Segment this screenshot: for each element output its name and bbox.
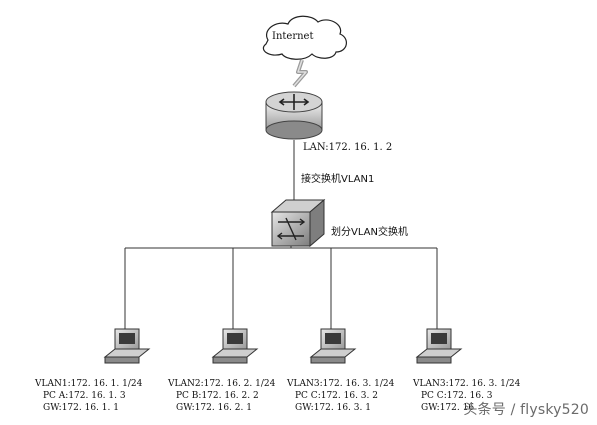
- pc-a-address: PC A:172. 16. 1. 3: [43, 391, 126, 401]
- switch-icon: [270, 198, 326, 248]
- pc-a-vlan: VLAN1:172. 16. 1. 1/24: [35, 379, 143, 389]
- router-icon: [265, 91, 323, 140]
- lan-bus: [124, 246, 438, 333]
- pc-d-gateway: GW:172. 16: [421, 403, 475, 413]
- pc-d-address: PC C:172. 16. 3: [421, 391, 493, 401]
- pc-c-info: VLAN3:172. 16. 3. 1/24 PC C:172. 16. 3. …: [287, 378, 394, 414]
- internet-label: Internet: [272, 31, 314, 42]
- pc-icon: [309, 328, 357, 364]
- pc-a-gateway: GW:172. 16. 1. 1: [43, 403, 119, 413]
- pc-icon: [415, 328, 463, 364]
- pc-d-info: VLAN3:172. 16. 3. 1/24 PC C:172. 16. 3 G…: [413, 378, 520, 414]
- switch-label: 划分VLAN交换机: [331, 227, 408, 238]
- pc-b-info: VLAN2:172. 16. 2. 1/24 PC B:172. 16. 2. …: [168, 378, 275, 414]
- pc-c-address: PC C:172. 16. 3. 2: [295, 391, 378, 401]
- pc-b-address: PC B:172. 16. 2. 2: [176, 391, 259, 401]
- pc-b-gateway: GW:172. 16. 2. 1: [176, 403, 252, 413]
- pc-c-gateway: GW:172. 16. 3. 1: [295, 403, 371, 413]
- pc-icon: [103, 328, 151, 364]
- router-lan-label: LAN:172. 16. 1. 2: [303, 142, 393, 153]
- uplink-label: 接交换机VLAN1: [301, 174, 375, 185]
- pc-a-info: VLAN1:172. 16. 1. 1/24 PC A:172. 16. 1. …: [35, 378, 142, 414]
- pc-c-vlan: VLAN3:172. 16. 3. 1/24: [287, 379, 395, 389]
- wan-link-icon: [292, 59, 308, 88]
- pc-b-vlan: VLAN2:172. 16. 2. 1/24: [168, 379, 276, 389]
- pc-icon: [211, 328, 259, 364]
- watermark: 头条号 / flysky520: [463, 402, 589, 418]
- pc-d-vlan: VLAN3:172. 16. 3. 1/24: [413, 379, 521, 389]
- internet-cloud-icon: [262, 15, 347, 60]
